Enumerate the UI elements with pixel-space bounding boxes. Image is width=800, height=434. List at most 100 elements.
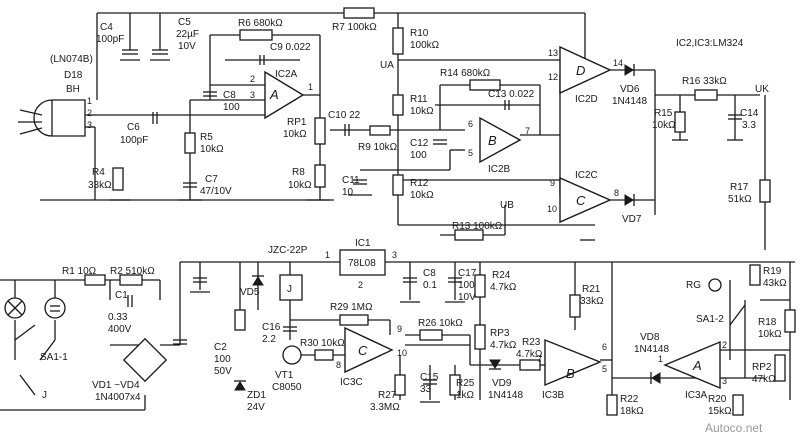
part-label: 10 (342, 187, 354, 198)
part-label: R13 100kΩ (452, 221, 503, 232)
neon-lamp-icon (44, 297, 66, 319)
diode-vd7 (624, 194, 634, 206)
resistor-r18 (784, 309, 796, 333)
part-label: C2 (214, 342, 227, 353)
part-label: C14 (740, 108, 759, 119)
resistor-r11 (392, 94, 404, 116)
uk-label: UK (755, 84, 769, 95)
capacitor-c17 (448, 277, 462, 283)
opamp-letter: A (692, 358, 702, 373)
part-label: VD9 (492, 378, 512, 389)
part-label: VT1 (275, 370, 294, 381)
part-label: 47/10V (200, 186, 232, 197)
part-label: C15 (420, 372, 439, 383)
resistor-r29 (339, 314, 369, 326)
part-label: IC1 (355, 238, 371, 249)
part-label: 10V (178, 41, 196, 52)
part-label: RP1 (287, 117, 307, 128)
opamp-ref: IC3B (542, 390, 565, 401)
capacitor-c9 (259, 55, 265, 65)
watermark-text: Autoco.net (705, 421, 763, 434)
part-label: R17 (730, 182, 749, 193)
pin-number: 3 (250, 90, 255, 100)
opamp-letter: B (488, 133, 497, 148)
resistor-r25 (449, 374, 461, 396)
part-label: R11 (410, 94, 428, 105)
resistor-r26 (419, 329, 443, 341)
part-label: 4.7kΩ (490, 282, 517, 293)
pin-number: 9 (397, 324, 402, 334)
capacitor-c6 (152, 112, 158, 124)
part-label: R8 (292, 167, 305, 178)
part-label: SA1-1 (40, 352, 68, 363)
part-label: R5 (200, 132, 213, 143)
part-label: R4 (92, 167, 105, 178)
part-label: 22µF (176, 29, 199, 40)
part-label: R1 10Ω (62, 266, 97, 277)
part-label: R19 (763, 266, 782, 277)
jzc-label: JZC-22P (268, 245, 308, 256)
part-label: VD5 (240, 287, 260, 298)
pin-number: 5 (602, 364, 607, 374)
part-label: C10 22 (328, 110, 361, 121)
resistor-r6 (239, 29, 273, 41)
photoresistor-rg (708, 278, 722, 292)
part-label: ZD1 (247, 390, 266, 401)
part-label: 10kΩ (283, 129, 307, 140)
resistor-r14 (469, 79, 501, 91)
diode-vd5 (252, 276, 264, 286)
part-label: C1 (115, 290, 128, 301)
opamp-letter: A (269, 87, 279, 102)
ic-type-label: IC2,IC3:LM324 (676, 38, 744, 49)
part-label: 1N4148 (634, 344, 669, 355)
zener-zd1 (234, 381, 246, 391)
part-label: 100pF (96, 34, 124, 45)
part-label: 10kΩ (758, 329, 782, 340)
capacitor-c7 (183, 182, 197, 188)
capacitor-c12 (433, 139, 447, 145)
part-label: 100 (410, 150, 427, 161)
resistor-r30 (314, 349, 334, 361)
pin-number: 2 (87, 108, 92, 118)
part-label: 100 (458, 280, 475, 291)
part-label: VD1 ~VD4 (92, 380, 140, 391)
pin-number: 10 (547, 204, 557, 214)
resistor-r9 (369, 125, 391, 136)
pin-number: 1 (87, 96, 92, 106)
pin-number: 5 (468, 148, 473, 158)
capacitor-c8b (403, 277, 417, 283)
part-label: 0.1 (423, 280, 437, 291)
capacitor-c14 (728, 114, 742, 120)
pin-number: 3 (392, 250, 397, 260)
part-label: RG (686, 280, 701, 291)
capacitor-c-rail (193, 277, 207, 283)
regulator-ic1 (339, 249, 386, 276)
resistor-r24 (474, 274, 486, 298)
part-label: 1N4148 (488, 390, 523, 401)
pin-number: 1 (658, 354, 663, 364)
opamp-ref: IC3C (340, 377, 363, 388)
opamp-ic2a (264, 70, 305, 120)
resistor-r13 (454, 229, 484, 241)
part-label: R16 33kΩ (682, 76, 727, 87)
opamp-letter: D (576, 63, 585, 78)
part-label: 10kΩ (410, 106, 434, 117)
part-label: C13 0.022 (488, 89, 535, 100)
part-label: C8 (423, 268, 436, 279)
resistor-r10 (392, 27, 404, 55)
part-label: R7 100kΩ (332, 22, 377, 33)
part-label: 33 (420, 384, 432, 395)
ub-label: UB (500, 200, 514, 211)
resistor-r20 (732, 394, 744, 416)
opamp-letter: C (576, 193, 586, 208)
part-label: 18kΩ (620, 406, 644, 417)
part-label: 10V (458, 292, 476, 303)
resistor-r16 (694, 89, 718, 101)
diode-vd6 (624, 64, 634, 76)
components (4, 7, 796, 416)
opamp-ic2c (559, 176, 612, 224)
resistor-r2 (119, 274, 143, 286)
part-label: 1kΩ (456, 390, 475, 401)
part-label: C4 (100, 22, 113, 33)
diode-vd8 (651, 372, 661, 384)
